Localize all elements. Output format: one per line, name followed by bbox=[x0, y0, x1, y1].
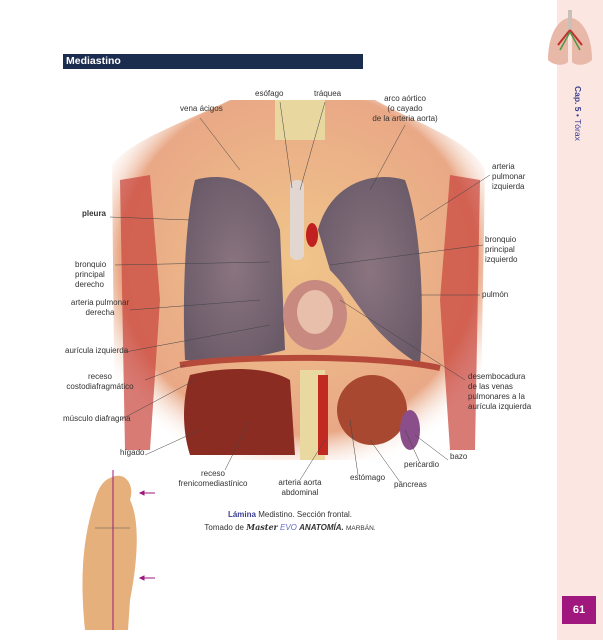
caption-source: Tomado de bbox=[204, 523, 244, 532]
label-auricula-izquierda: aurícula izquierda bbox=[65, 346, 129, 355]
caption-evo: EVO bbox=[280, 523, 297, 532]
label-musculo-diafragma: músculo diafragma bbox=[63, 414, 131, 423]
label-pancreas: páncreas bbox=[394, 480, 427, 489]
label-bazo: bazo bbox=[450, 452, 468, 461]
caption-lamina: Lámina bbox=[227, 510, 256, 519]
label-pleura: pleura bbox=[82, 209, 107, 218]
right-lung bbox=[183, 177, 285, 361]
torso-figure bbox=[82, 475, 137, 630]
caption-publisher: MARBÁN. bbox=[345, 525, 376, 532]
caption-master: Master bbox=[246, 522, 278, 532]
label-estomago: estómago bbox=[350, 473, 386, 482]
lungs-thumbnail-icon bbox=[548, 10, 592, 65]
label-pericardio: pericardio bbox=[404, 460, 440, 469]
section-arrow-icon bbox=[138, 490, 155, 581]
left-lung bbox=[318, 177, 422, 365]
chapter-sidebar bbox=[557, 0, 603, 640]
page-title: Mediastino bbox=[63, 54, 363, 69]
label-esofago: esófago bbox=[255, 89, 284, 98]
page-number: 61 bbox=[562, 596, 596, 624]
figure-caption: Lámina Medistino. Sección frontal. Tomad… bbox=[190, 508, 390, 535]
label-traquea: tráquea bbox=[314, 89, 342, 98]
caption-anatomia: ANATOMÍA. bbox=[299, 523, 344, 532]
label-vena-acigos: vena ácigos bbox=[180, 104, 223, 113]
liver bbox=[184, 368, 295, 455]
torso-section bbox=[112, 100, 485, 460]
label-pulmon: pulmón bbox=[482, 290, 509, 299]
caption-text: Medistino. Sección frontal. bbox=[258, 510, 353, 519]
label-higado: hígado bbox=[120, 448, 145, 457]
stomach bbox=[337, 375, 407, 445]
